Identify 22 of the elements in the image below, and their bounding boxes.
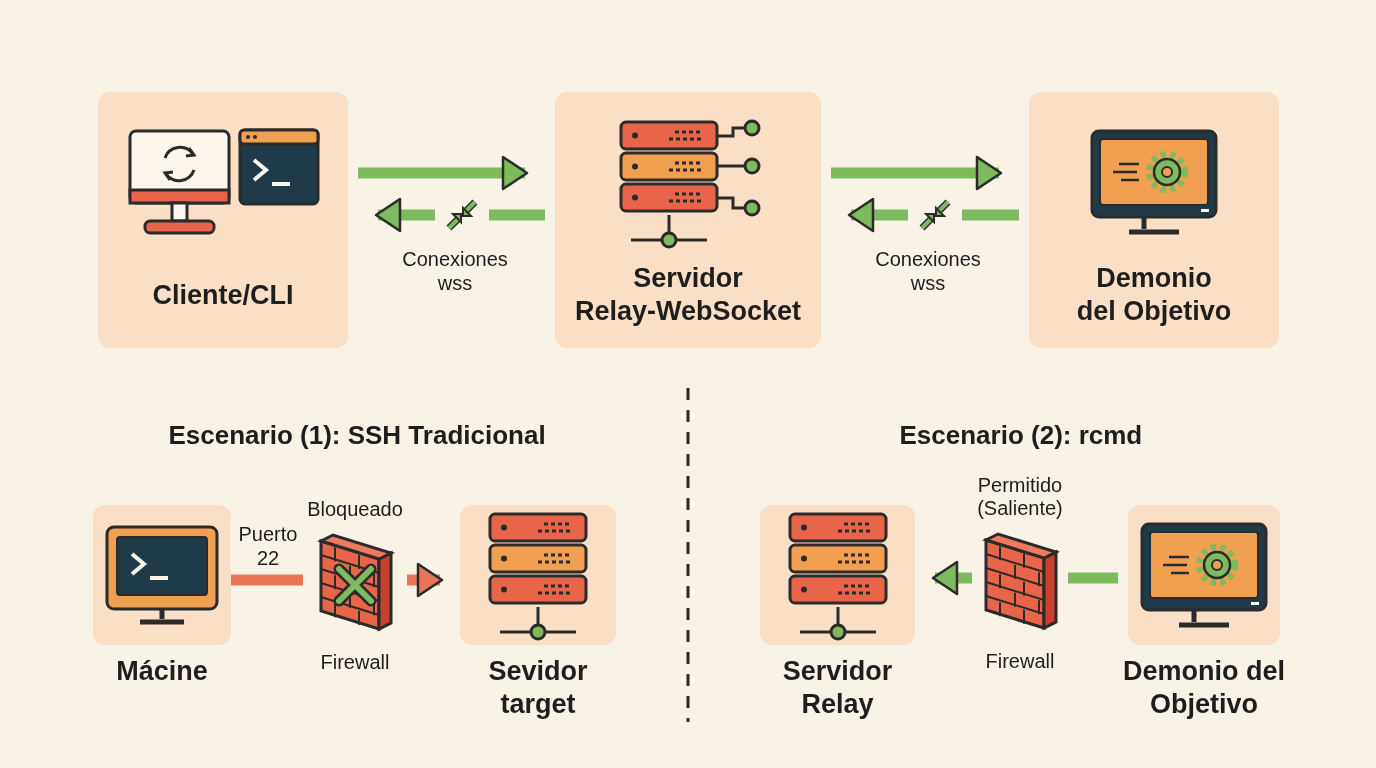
status-text: Bloqueado: [306, 498, 404, 521]
node-card: [555, 92, 821, 348]
status-text: Permitido (Saliente): [976, 474, 1064, 520]
arrow: [847, 197, 1019, 233]
node-label: Sevidor target: [487, 655, 589, 721]
node-label: Demonio del Objetivo: [1076, 262, 1232, 328]
arrow: [407, 562, 444, 598]
node-label: Firewall: [984, 650, 1056, 673]
section-heading: Escenario (1): SSH Tradicional: [168, 419, 546, 451]
node-label: Servidor Relay: [781, 655, 894, 721]
node-label: Firewall: [319, 651, 391, 674]
arrow: [831, 155, 1003, 191]
arrow: [374, 197, 545, 233]
arrow: [931, 560, 972, 596]
node-label: Cliente/CLI: [152, 278, 294, 312]
node-label: Mácine: [115, 655, 209, 688]
node-card: [1029, 92, 1279, 348]
node-card: [98, 92, 348, 348]
section-heading: Escenario (2): rcmd: [899, 419, 1143, 451]
node-label: Servidor Relay-WebSocket: [574, 262, 802, 328]
node-label: Demonio del Objetivo: [1122, 655, 1286, 721]
arrow: [358, 155, 529, 191]
